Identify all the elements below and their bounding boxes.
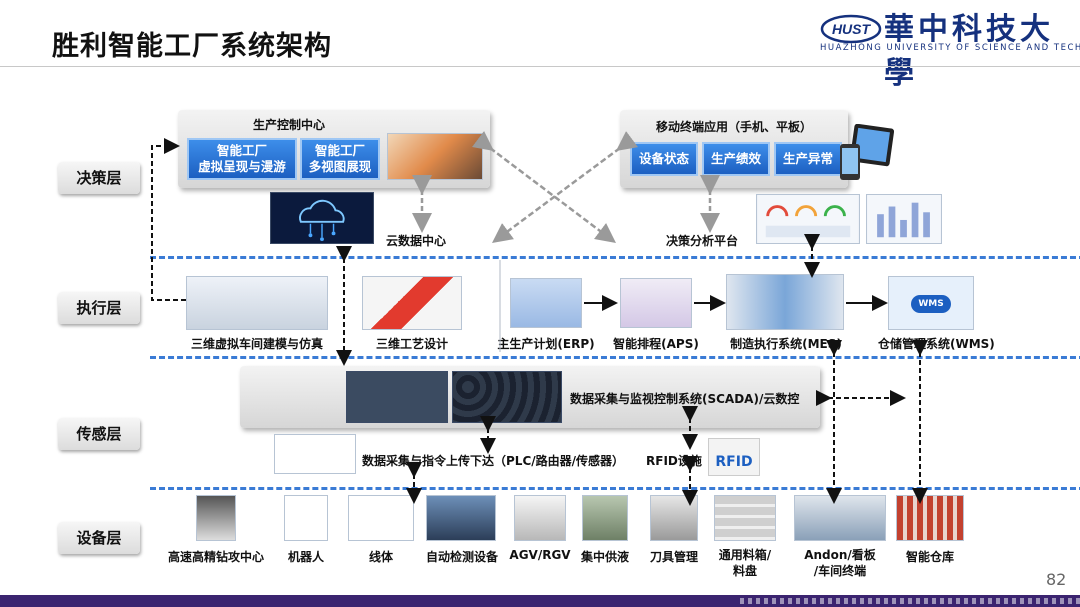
virtual-roaming-button[interactable]: 智能工厂 虚拟呈现与漫游 bbox=[187, 138, 297, 180]
exec-item-mes: 制造执行系统(MES) bbox=[730, 337, 842, 351]
material-box-image bbox=[714, 495, 776, 541]
page-title: 胜利智能工厂系统架构 bbox=[52, 31, 332, 62]
smart-warehouse-image bbox=[896, 495, 964, 541]
equip-item-central-fluid: 集中供液 bbox=[580, 550, 629, 564]
equip-item-auto-inspection: 自动检测设备 bbox=[425, 550, 498, 564]
exec-item-aps: 智能排程(APS) bbox=[613, 337, 699, 351]
rfid-badge: RFID bbox=[708, 438, 760, 476]
dashboard-gauges-image bbox=[756, 194, 860, 244]
cloud-data-center-image bbox=[270, 192, 374, 244]
equipment-status-button[interactable]: 设备状态 bbox=[630, 142, 698, 176]
upload-label: 数据采集与指令上传下达（PLC/路由器/传感器） bbox=[362, 454, 625, 468]
production-performance-button[interactable]: 生产绩效 bbox=[702, 142, 770, 176]
production-exception-button[interactable]: 生产异常 bbox=[774, 142, 842, 176]
agv-image bbox=[514, 495, 566, 541]
layer-separator bbox=[150, 487, 1080, 490]
aps-image bbox=[620, 278, 692, 328]
control-center-title: 生产控制中心 bbox=[252, 118, 325, 132]
scada-screen-left bbox=[346, 371, 448, 423]
cloud-data-center-label: 云数据中心 bbox=[386, 234, 447, 248]
layer-label-decision: 决策层 bbox=[58, 162, 140, 194]
exec-item-virtual-workshop: 三维虚拟车间建模与仿真 bbox=[190, 337, 323, 351]
equip-item-tool-management: 刀具管理 bbox=[649, 550, 698, 564]
exec-item-erp: 主生产计划(ERP) bbox=[497, 337, 595, 351]
andon-board-image bbox=[794, 495, 886, 541]
scada-screen-right bbox=[452, 371, 562, 423]
tablet-phone-icon bbox=[840, 124, 894, 180]
university-name-cn: 華中科技大學 bbox=[884, 12, 1054, 91]
operator-photo bbox=[387, 133, 483, 180]
equip-item-drilling-center: 高速高精钻攻中心 bbox=[167, 550, 264, 564]
multi-view-button[interactable]: 智能工厂 多视图展现 bbox=[300, 138, 380, 180]
wms-badge: WMS bbox=[911, 295, 951, 313]
layer-label-execution: 执行层 bbox=[58, 292, 140, 324]
arrow-control-to-platform bbox=[472, 130, 616, 244]
mes-image bbox=[726, 274, 844, 330]
scada-label: 数据采集与监视控制系统(SCADA)/云数控 bbox=[570, 392, 800, 406]
equip-item-smart-warehouse: 智能仓库 bbox=[905, 550, 954, 564]
equip-item-agv: AGV/RGV bbox=[509, 548, 571, 562]
header-divider bbox=[0, 66, 1080, 67]
robot-image bbox=[284, 495, 328, 541]
rfid-label: RFID设施 bbox=[646, 454, 702, 468]
bar-chart-image bbox=[866, 194, 942, 244]
page-number: 82 bbox=[1046, 570, 1067, 589]
exec-item-wms: 仓储管理系统(WMS) bbox=[878, 337, 995, 351]
layer-label-equipment: 设备层 bbox=[58, 522, 140, 554]
mobile-app-title: 移动终端应用（手机、平板） bbox=[655, 120, 812, 134]
footer-pattern bbox=[740, 598, 1080, 604]
university-name-en: HUAZHONG UNIVERSITY OF SCIENCE AND TECHN… bbox=[820, 43, 1080, 53]
central-fluid-image bbox=[582, 495, 628, 541]
university-logo-mark: HUST bbox=[820, 14, 882, 44]
logo-abbr: HUST bbox=[832, 21, 872, 37]
erp-image bbox=[510, 278, 582, 328]
equip-item-robot: 机器人 bbox=[287, 550, 324, 564]
layer-label-sensing: 传感层 bbox=[58, 418, 140, 450]
process-design-image bbox=[362, 276, 462, 330]
auto-inspection-image bbox=[426, 495, 496, 541]
equip-item-material-box: 通用料箱/ 料盘 bbox=[718, 548, 772, 578]
virtual-workshop-image bbox=[186, 276, 328, 330]
tool-management-image bbox=[650, 495, 698, 541]
arrow-mobile-to-cloud bbox=[491, 131, 639, 243]
drilling-center-image bbox=[196, 495, 236, 541]
production-line-image bbox=[348, 495, 414, 541]
wms-image: WMS bbox=[888, 276, 974, 330]
layer-separator bbox=[150, 356, 1080, 359]
plc-router-sensor-image bbox=[274, 434, 356, 474]
layer-separator bbox=[150, 256, 1080, 259]
decision-platform-label: 决策分析平台 bbox=[666, 234, 739, 248]
exec-item-process-design: 三维工艺设计 bbox=[375, 337, 448, 351]
equip-item-production-line: 线体 bbox=[368, 550, 393, 564]
equip-item-andon: Andon/看板 /车间终端 bbox=[804, 548, 876, 578]
